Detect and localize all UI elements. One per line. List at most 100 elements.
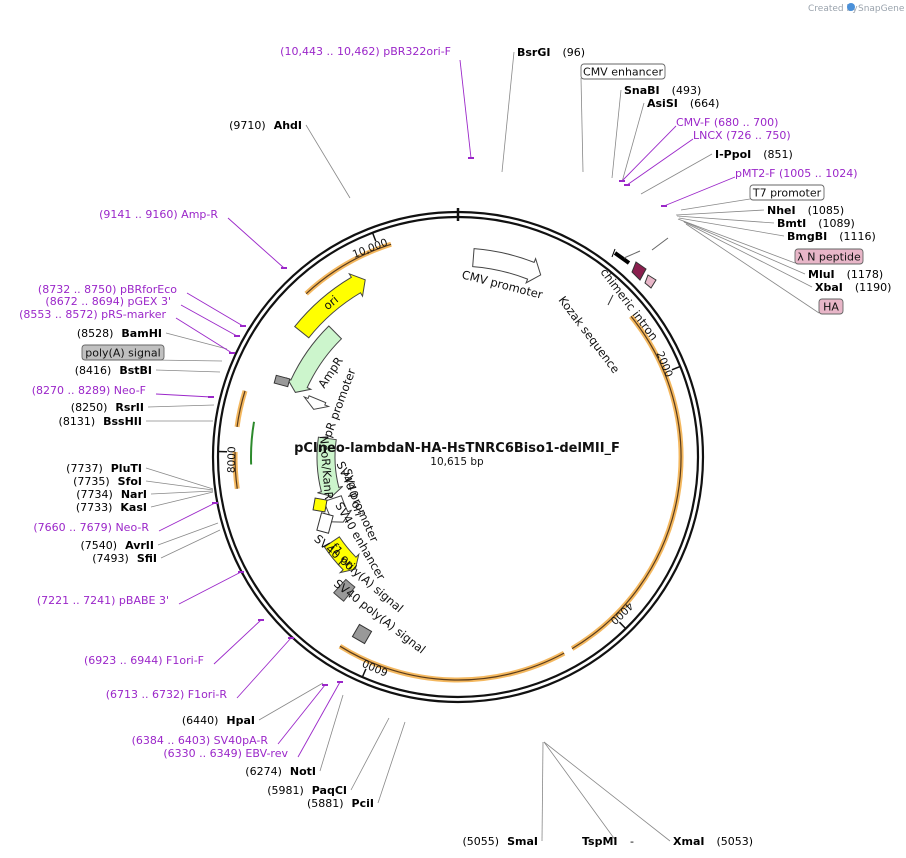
- enzyme-position: (7733): [76, 501, 113, 514]
- enzyme-position: (6274): [245, 765, 282, 778]
- enzyme-leader: [543, 741, 617, 842]
- primer-label: (10,443 .. 10,462) pBR322ori-F: [280, 45, 451, 58]
- enzyme-leader: [543, 741, 671, 842]
- enzyme-leader: [147, 404, 215, 408]
- primer-label: (8270 .. 8289) Neo-F: [32, 384, 146, 397]
- inner-feature-label: Kozak sequence: [556, 293, 623, 376]
- primer-label: (6384 .. 6403) SV40pA-R: [132, 734, 269, 747]
- feature-label: NeoR/KanR: [317, 435, 336, 500]
- enzyme-leader: [258, 682, 324, 721]
- boxed-label-box: [749, 184, 825, 201]
- lambda-n-mark: [631, 261, 647, 281]
- primer-label: CMV-F (680 .. 700): [676, 116, 778, 129]
- primer-leader: [236, 637, 292, 699]
- enzyme-name: BamHI: [121, 327, 162, 340]
- boxed-label-box: [794, 248, 864, 265]
- primer-label: (8553 .. 8572) pRS-marker: [19, 308, 166, 321]
- enzyme-name: NotI: [290, 765, 316, 778]
- enzyme-leader: [676, 215, 775, 224]
- primer-label: (6713 .. 6732) F1ori-R: [106, 688, 228, 701]
- primer-label: (7221 .. 7241) pBABE 3': [37, 594, 169, 607]
- enzyme-position: (1085): [808, 204, 845, 217]
- kozak-mark-tick: [611, 248, 616, 258]
- enzyme-leader: [319, 694, 344, 772]
- snapgene-icon: [847, 3, 855, 11]
- leader-lines: [81, 51, 820, 842]
- enzyme-leader: [682, 220, 806, 275]
- primer-label: LNCX (726 .. 750): [693, 129, 791, 142]
- primer-leader: [155, 393, 212, 398]
- enzyme-position: (493): [672, 84, 702, 97]
- enzyme-name: BsrGI: [517, 46, 550, 59]
- boxed-label-text: poly(A) signal: [85, 347, 160, 360]
- enzyme-name: BssHII: [103, 415, 142, 428]
- primer-leader: [663, 176, 736, 207]
- enzyme-position: (664): [690, 97, 720, 110]
- enzyme-name: NarI: [121, 488, 147, 501]
- enzyme-leader: [675, 209, 765, 216]
- boxed-label-leader: [677, 218, 796, 264]
- enzyme-position: (5881): [307, 797, 344, 810]
- primer-leader: [158, 502, 216, 532]
- snapgene-logo: Created by SnapGene: [808, 3, 905, 14]
- intron-mark: [623, 250, 641, 259]
- primer-label: (9141 .. 9160) Amp-R: [99, 208, 218, 221]
- boxed-label-text: T7 promoter: [752, 187, 822, 200]
- boxed-label-box: [81, 344, 165, 361]
- enzyme-name: AhdI: [274, 119, 302, 132]
- enzyme-leader: [350, 717, 390, 791]
- neo-orf-line: [250, 421, 256, 465]
- enzyme-leader: [165, 332, 228, 350]
- orf-arcs: [232, 241, 684, 683]
- boxed-label-text: λ N peptide: [797, 251, 861, 264]
- enzyme-position: (851): [763, 148, 793, 161]
- plasmid-length: 10,615 bp: [430, 456, 484, 468]
- enzyme-position: (7493): [92, 552, 129, 565]
- ruler-tick: [361, 668, 367, 678]
- polya-signal-mark: [273, 374, 291, 388]
- primer-label: (8732 .. 8750) pBRforEco: [38, 283, 177, 296]
- orf-arc-line: [339, 645, 565, 681]
- enzyme-leader: [160, 529, 221, 559]
- ruler-label: 8000: [226, 446, 239, 473]
- primer-label: (7660 .. 7679) Neo-R: [33, 521, 149, 534]
- enzyme-position: (96): [562, 46, 585, 59]
- enzyme-position: (7735): [73, 475, 110, 488]
- primer-leader: [459, 59, 472, 159]
- enzyme-position: (1178): [847, 268, 884, 281]
- primer-leader: [180, 304, 238, 337]
- enzyme-name: NheI: [767, 204, 796, 217]
- enzyme-position: (8416): [75, 364, 112, 377]
- enzyme-name: XbaI: [815, 281, 843, 294]
- backbone: [211, 208, 705, 704]
- enzyme-name: PluTI: [111, 462, 142, 475]
- ruler-label: 2000: [654, 350, 675, 379]
- feature-arrow: [302, 395, 331, 410]
- enzyme-position: (6440): [182, 714, 219, 727]
- enzyme-position: (7540): [81, 539, 118, 552]
- primer-label: (6923 .. 6944) F1ori-F: [84, 654, 204, 667]
- boxed-label-leader: [685, 223, 820, 314]
- enzyme-leader: [501, 51, 515, 173]
- boxed-label-box: [580, 63, 666, 80]
- enzyme-leader: [377, 721, 406, 804]
- plasmid-name: pCIneo-lambdaN-HA-HsTNRC6Biso1-delMII_F: [294, 441, 620, 456]
- enzyme-name: SfoI: [118, 475, 142, 488]
- enzyme-position: (8131): [59, 415, 96, 428]
- created-by-text: Created by: [808, 4, 858, 14]
- brand-name: SnapGene: [858, 4, 905, 14]
- boxed-label-text: HA: [823, 301, 839, 314]
- enzyme-name: MluI: [808, 268, 835, 281]
- primer-leader: [277, 684, 326, 745]
- ruler-label: 6000: [361, 656, 390, 678]
- small-feature-marks: [273, 237, 669, 645]
- enzyme-name: BmgBI: [787, 230, 827, 243]
- enzyme-leader: [150, 490, 214, 495]
- feature-arrow: [294, 272, 366, 339]
- enzyme-leader: [155, 369, 221, 373]
- enzyme-leader: [678, 217, 785, 237]
- enzyme-leader: [157, 522, 219, 546]
- boxed-label-leader: [680, 198, 751, 211]
